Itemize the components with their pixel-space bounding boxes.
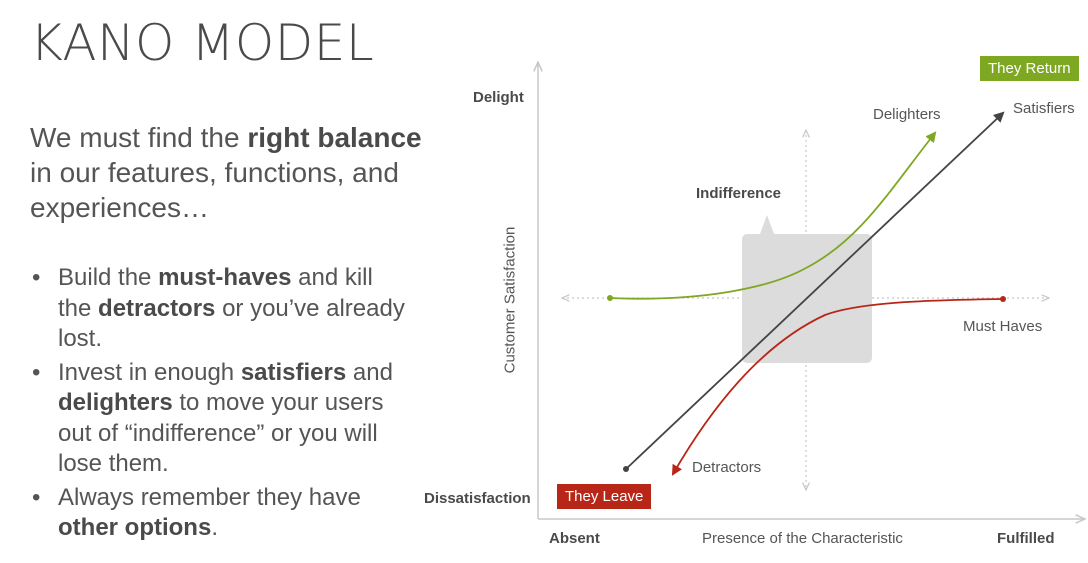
intro-bold: right balance xyxy=(247,122,422,153)
intro-pre: We must find the xyxy=(30,122,248,153)
bullet-dot: • xyxy=(32,358,41,386)
bullet-bold: other options xyxy=(58,514,212,541)
bullet-bold: must-haves xyxy=(158,264,292,291)
bullet-dot: • xyxy=(32,264,41,291)
y-axis-title: Customer Satisfaction xyxy=(501,226,519,374)
bullet-item: • Always remember they have other options… xyxy=(30,483,410,544)
satisfiers-line xyxy=(625,111,1005,470)
must-haves-label: Must Haves xyxy=(963,318,1043,335)
x-axis-right-label: Fulfilled xyxy=(997,530,1055,547)
y-axis-top-label: Delight xyxy=(473,89,524,106)
must-haves-detractors-curve xyxy=(671,298,1004,476)
they-leave-tag: They Leave xyxy=(557,484,652,509)
bullet-list: • Build the must-haves and kill the detra… xyxy=(30,263,410,547)
must-haves-start-dot xyxy=(1000,296,1006,302)
slide-title: KANO MODEL xyxy=(30,14,375,72)
satisfiers-start-dot xyxy=(623,466,629,472)
bullet-text: Invest in enough xyxy=(58,358,241,386)
detractors-label: Detractors xyxy=(692,459,762,476)
bullet-bold: satisfiers xyxy=(240,358,347,386)
intro-text: We must find the right balance in our fe… xyxy=(30,120,440,225)
intro-post: in our features, functions, and experien… xyxy=(30,157,399,223)
bullet-text: to move your users out of “indifference”… xyxy=(58,389,384,477)
bullet-text: Build the xyxy=(58,264,159,291)
bullet-bold: detractors xyxy=(98,294,216,322)
bullet-text: and xyxy=(346,358,393,386)
bullet-item: • Invest in enough satisfiers and delight… xyxy=(30,358,410,480)
bullet-text: and kill the xyxy=(58,264,373,322)
bullet-bold: delighters xyxy=(58,389,173,416)
bullet-item: • Build the must-haves and kill the detra… xyxy=(30,263,410,355)
bullet-dot: • xyxy=(32,483,41,511)
x-axis-title: Presence of the Characteristic xyxy=(702,530,903,547)
bullet-text: . xyxy=(211,514,218,541)
they-return-tag: They Return xyxy=(980,56,1079,81)
indifference-label: Indifference xyxy=(696,185,782,202)
delighters-label: Delighters xyxy=(873,106,941,123)
bullet-text: or you’ve already lost. xyxy=(58,294,405,353)
indifference-region xyxy=(742,215,872,363)
delighters-curve xyxy=(609,131,937,300)
satisfiers-label: Satisfiers xyxy=(1013,100,1075,117)
delighters-start-dot xyxy=(607,295,613,301)
bullet-text: Always remember they have xyxy=(58,483,361,511)
y-axis-bottom-label: Dissatisfaction xyxy=(424,490,531,507)
x-axis-left-label: Absent xyxy=(549,530,600,547)
